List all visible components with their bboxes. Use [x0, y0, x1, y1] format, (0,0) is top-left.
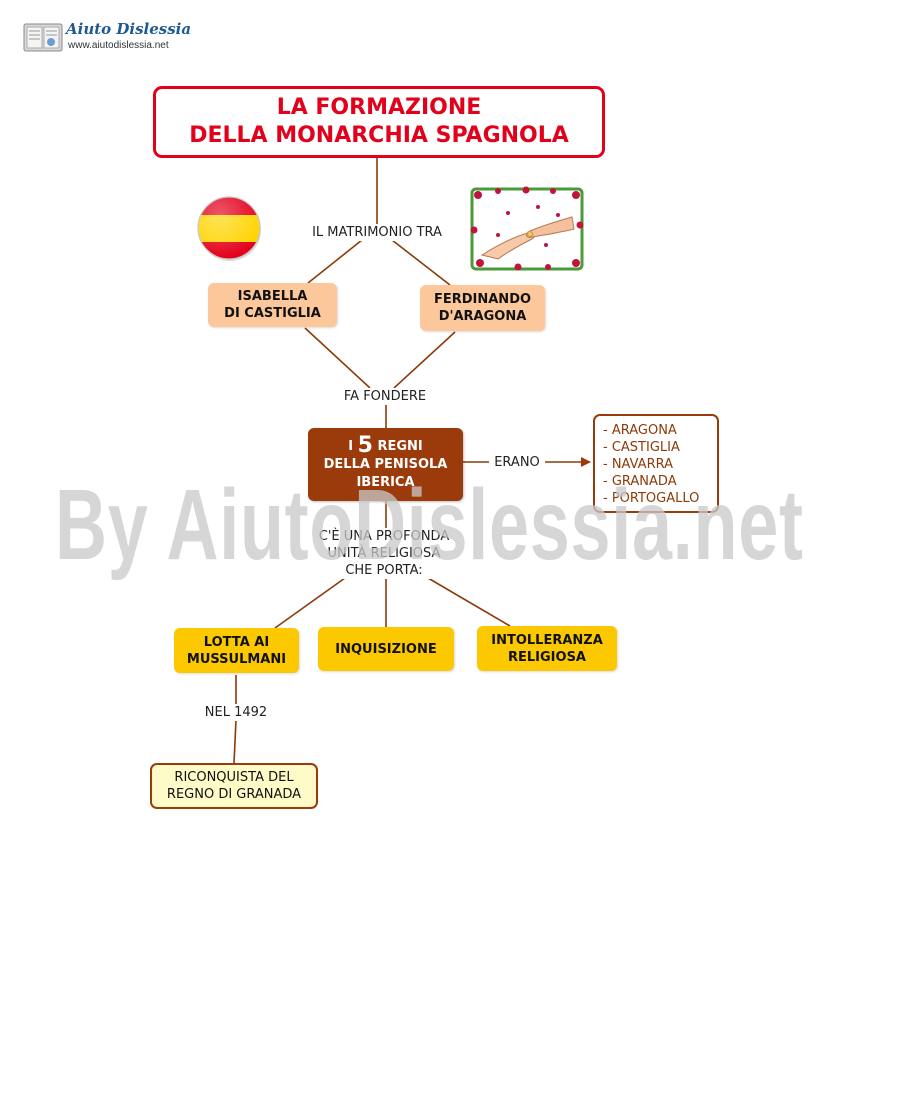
list-item: - PORTOGALLO	[603, 491, 700, 506]
lotta-line-1: LOTTA AI	[203, 634, 270, 650]
isabella-line-1: ISABELLA	[237, 289, 308, 304]
regni-line-3: IBERICA	[356, 475, 415, 490]
riconquista-line-2: REGNO DI GRANADA	[166, 787, 302, 802]
page-title: LA FORMAZIONE DELLA MONARCHIA SPAGNOLA	[153, 86, 605, 158]
node-ferdinando: FERDINANDO D'ARAGONA	[420, 285, 545, 331]
regni-list: - ARAGONA - CASTIGLIA - NAVARRA - GRANAD…	[593, 414, 719, 513]
unita-line-3: CHE PORTA:	[345, 563, 423, 578]
inquisizione-label: INQUISIZIONE	[335, 641, 437, 657]
list-item: - NAVARRA	[603, 457, 673, 472]
book-logo-icon	[23, 23, 63, 52]
node-riconquista: RICONQUISTA DEL REGNO DI GRANADA	[150, 763, 318, 809]
isabella-line-2: DI CASTIGLIA	[224, 306, 321, 321]
label-matrimonio: IL MATRIMONIO TRA	[298, 224, 456, 241]
ferdinando-line-2: D'ARAGONA	[438, 309, 527, 324]
logo-name: Aiuto Dislessia	[66, 20, 192, 38]
intolleranza-line-2: RELIGIOSA	[508, 649, 586, 665]
node-lotta-mussulmani: LOTTA AI MUSSULMANI	[174, 628, 299, 673]
logo-url: www.aiutodislessia.net	[68, 40, 169, 51]
label-fa-fondere: FA FONDERE	[330, 388, 440, 405]
riconquista-line-1: RICONQUISTA DEL	[174, 770, 294, 785]
node-intolleranza: INTOLLERANZA RELIGIOSA	[477, 626, 617, 671]
label-nel-1492: NEL 1492	[192, 704, 280, 721]
wedding-hands-icon	[470, 186, 584, 271]
label-erano: ERANO	[489, 454, 545, 471]
node-cinque-regni: I 5 REGNI DELLA PENISOLA IBERICA	[308, 428, 463, 501]
list-item: - GRANADA	[603, 474, 677, 489]
regni-line-2: DELLA PENISOLA	[323, 457, 448, 472]
regni-suffix: REGNI	[377, 439, 423, 454]
site-logo[interactable]: Aiuto Dislessia www.aiutodislessia.net	[22, 20, 192, 56]
node-inquisizione: INQUISIZIONE	[318, 627, 454, 671]
unita-line-2: UNITÀ RELIGIOSA	[327, 546, 441, 561]
regni-prefix: I	[348, 439, 354, 454]
label-unita-religiosa: C'È UNA PROFONDA UNITÀ RELIGIOSA CHE POR…	[306, 528, 462, 579]
lotta-line-2: MUSSULMANI	[186, 651, 287, 667]
ferdinando-line-1: FERDINANDO	[433, 292, 532, 307]
spain-flag-icon	[197, 196, 261, 261]
intolleranza-line-1: INTOLLERANZA	[491, 632, 603, 648]
list-item: - CASTIGLIA	[603, 440, 680, 455]
regni-number: 5	[357, 433, 373, 458]
title-line-2: DELLA MONARCHIA SPAGNOLA	[189, 123, 569, 148]
regni-line-1: I 5 REGNI	[308, 435, 463, 457]
node-isabella: ISABELLA DI CASTIGLIA	[208, 283, 337, 327]
title-line-1: LA FORMAZIONE	[276, 95, 482, 120]
list-item: - ARAGONA	[603, 423, 677, 438]
unita-line-1: C'È UNA PROFONDA	[318, 529, 450, 544]
